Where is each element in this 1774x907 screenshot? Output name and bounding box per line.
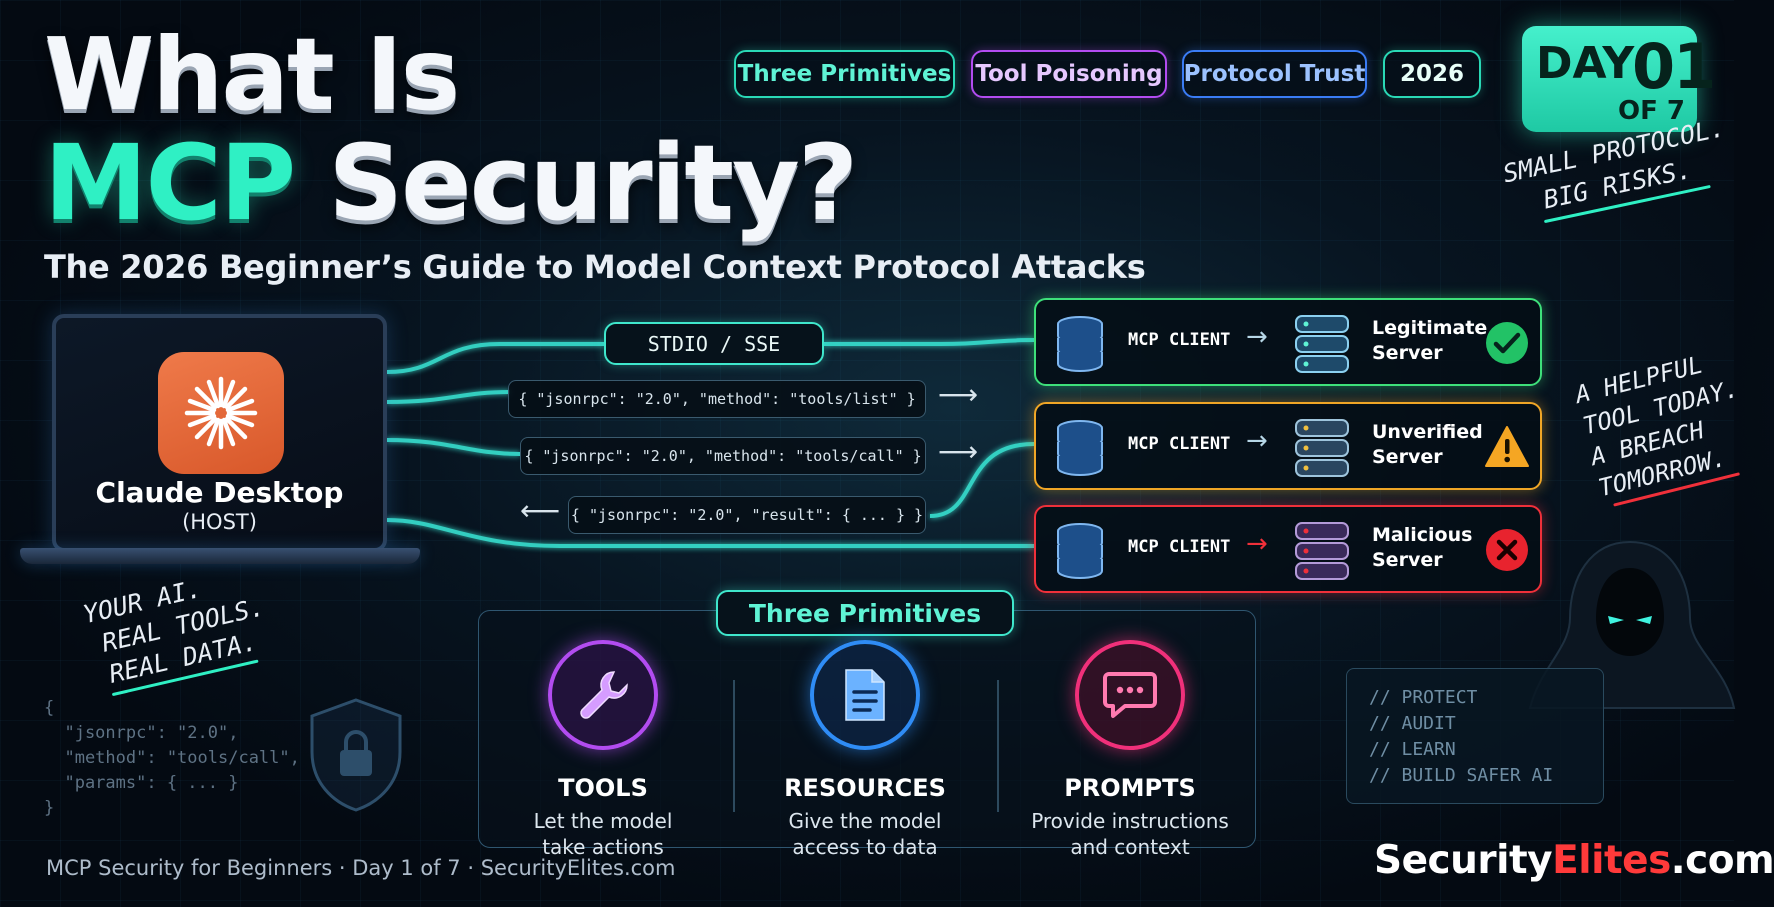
title-line2: MCP Security? bbox=[44, 126, 858, 240]
transport-label: STDIO / SSE bbox=[604, 322, 824, 365]
tag-tool-poisoning: Tool Poisoning bbox=[971, 50, 1167, 98]
divider bbox=[733, 680, 735, 812]
server-client-label: MCP CLIENT bbox=[1128, 537, 1231, 557]
database-icon bbox=[1057, 523, 1103, 579]
server-legitimate: MCP CLIENT → Legitimate Server bbox=[1034, 298, 1542, 386]
code-line: } bbox=[44, 798, 55, 818]
document-icon bbox=[810, 640, 920, 750]
server-unverified: MCP CLIENT → Unverified Server bbox=[1034, 402, 1542, 490]
line-stdio-legit bbox=[824, 338, 1035, 346]
code-line: { bbox=[44, 698, 55, 718]
host-name: Claude Desktop bbox=[95, 476, 344, 509]
server-rack-icon bbox=[1295, 315, 1349, 373]
check-icon bbox=[1486, 322, 1528, 364]
server-name-line: Unverified bbox=[1372, 421, 1483, 443]
host-role: (HOST) bbox=[182, 510, 257, 534]
terminal-line: // PROTECT bbox=[1369, 687, 1478, 708]
primitive-desc-line: Give the model bbox=[788, 809, 942, 833]
brand-logo: SecurityElites.com bbox=[1374, 838, 1774, 883]
line-host-list bbox=[386, 390, 511, 404]
server-name-line: Legitimate bbox=[1372, 317, 1488, 339]
shield-lock-icon bbox=[310, 698, 402, 812]
server-rack-icon bbox=[1295, 522, 1349, 580]
claude-starburst-icon bbox=[158, 352, 284, 474]
arrow-right-icon: ⟶ bbox=[938, 378, 979, 411]
server-name: Malicious Server bbox=[1372, 523, 1472, 573]
title-mcp: MCP bbox=[44, 122, 296, 244]
arrow-right-icon: → bbox=[1246, 426, 1268, 456]
brand-part: Elites bbox=[1552, 838, 1671, 883]
primitive-desc-line: Let the model bbox=[533, 809, 673, 833]
server-name: Legitimate Server bbox=[1372, 316, 1487, 366]
brand-part: Security bbox=[1374, 838, 1553, 883]
server-client-label: MCP CLIENT bbox=[1128, 434, 1231, 454]
line-host-call bbox=[386, 438, 521, 456]
warning-icon bbox=[1485, 426, 1529, 467]
code-line: "jsonrpc": "2.0", bbox=[44, 723, 239, 743]
database-icon bbox=[1057, 316, 1103, 372]
tag-protocol-trust: Protocol Trust bbox=[1182, 50, 1367, 98]
brand-part: .com bbox=[1670, 838, 1774, 883]
primitive-desc-line: access to data bbox=[792, 835, 938, 859]
day-of: OF 7 bbox=[1618, 96, 1686, 126]
server-rack-icon bbox=[1295, 419, 1349, 477]
message-tools-list: { "jsonrpc": "2.0", "method": "tools/lis… bbox=[508, 380, 926, 418]
day-badge: DAY 01 OF 7 bbox=[1522, 26, 1716, 132]
primitive-desc: Give the model access to data bbox=[735, 808, 995, 860]
wrench-icon bbox=[548, 640, 658, 750]
server-malicious: MCP CLIENT → Malicious Server bbox=[1034, 505, 1542, 593]
connection-lines bbox=[386, 338, 1035, 548]
code-line: "params": { ... } bbox=[44, 773, 239, 793]
primitive-desc: Provide instructions and context bbox=[1000, 808, 1260, 860]
footer-text: MCP Security for Beginners · Day 1 of 7 … bbox=[46, 856, 676, 880]
server-name-line: Server bbox=[1372, 342, 1443, 364]
primitive-tools: TOOLS Let the model take actions bbox=[473, 640, 733, 860]
arrow-right-icon: → bbox=[1246, 322, 1268, 352]
terminal-line: // BUILD SAFER AI bbox=[1369, 765, 1554, 786]
message-tools-call: { "jsonrpc": "2.0", "method": "tools/cal… bbox=[520, 437, 926, 475]
title-line1: What Is bbox=[44, 16, 460, 133]
database-icon bbox=[1057, 420, 1103, 476]
server-name-line: Malicious bbox=[1372, 524, 1473, 546]
line-to-unverified bbox=[929, 442, 1035, 518]
laptop-base bbox=[20, 548, 420, 564]
line-to-malicious bbox=[386, 518, 1034, 548]
primitive-name: RESOURCES bbox=[784, 774, 946, 802]
primitive-desc: Let the model take actions bbox=[473, 808, 733, 860]
line-host-stdio bbox=[386, 342, 604, 374]
code-line: "method": "tools/call", bbox=[44, 748, 300, 768]
primitive-desc-line: take actions bbox=[542, 835, 664, 859]
divider bbox=[997, 680, 999, 812]
primitive-name: TOOLS bbox=[558, 774, 648, 802]
server-name: Unverified Server bbox=[1372, 420, 1483, 470]
primitive-desc-line: and context bbox=[1070, 835, 1190, 859]
primitive-name: PROMPTS bbox=[1064, 774, 1196, 802]
terminal-line: // LEARN bbox=[1369, 739, 1456, 760]
primitive-prompts: PROMPTS Provide instructions and context bbox=[1000, 640, 1260, 860]
server-client-label: MCP CLIENT bbox=[1128, 330, 1231, 350]
message-result: { "jsonrpc": "2.0", "result": { ... } } bbox=[568, 496, 926, 534]
subtitle: The 2026 Beginner’s Guide to Model Conte… bbox=[44, 248, 1146, 286]
hacker-icon bbox=[1528, 540, 1736, 709]
day-label: DAY bbox=[1536, 38, 1635, 89]
title-security: Security? bbox=[328, 122, 858, 244]
terminal-panel: // PROTECT // AUDIT // LEARN // BUILD SAFER… bbox=[1346, 668, 1604, 804]
day-number: 01 bbox=[1632, 30, 1716, 103]
tag-three-primitives: Three Primitives bbox=[734, 50, 955, 98]
primitive-resources: RESOURCES Give the model access to data bbox=[735, 640, 995, 860]
tag-year: 2026 bbox=[1383, 50, 1481, 98]
arrow-left-icon: ⟵ bbox=[520, 494, 561, 527]
server-name-line: Server bbox=[1372, 446, 1443, 468]
arrow-right-icon: ⟶ bbox=[938, 435, 979, 468]
chat-icon bbox=[1075, 640, 1185, 750]
primitives-title: Three Primitives bbox=[716, 590, 1014, 636]
server-name-line: Server bbox=[1372, 549, 1443, 571]
terminal-line: // AUDIT bbox=[1369, 713, 1456, 734]
cross-icon bbox=[1486, 529, 1528, 571]
primitive-desc-line: Provide instructions bbox=[1031, 809, 1229, 833]
side-code: { "jsonrpc": "2.0", "method": "tools/cal… bbox=[44, 696, 300, 821]
arrow-right-icon: → bbox=[1246, 529, 1268, 559]
